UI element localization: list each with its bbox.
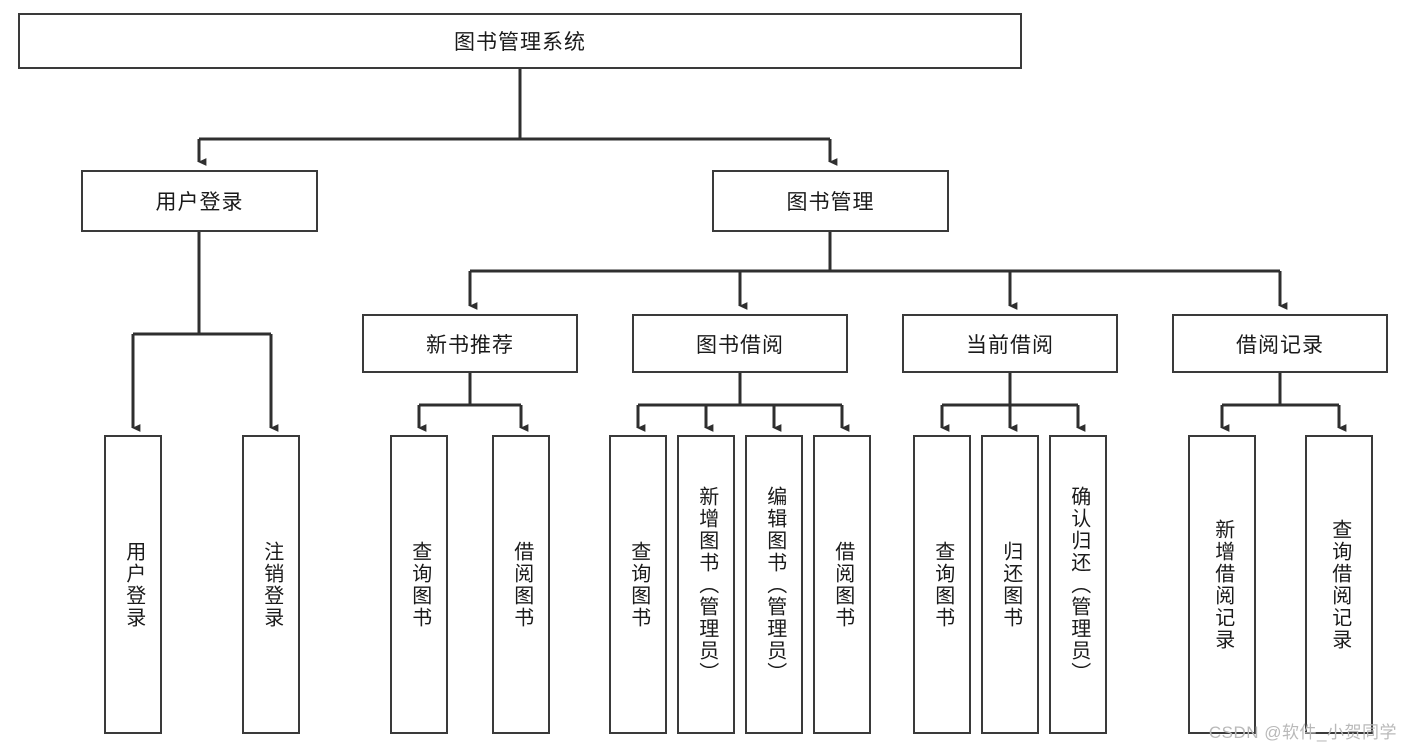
node-book-borrow[interactable]: 图书借阅 <box>632 314 848 373</box>
node-borrow-record[interactable]: 借阅记录 <box>1172 314 1388 373</box>
leaf-query-book-current[interactable]: 查询图书 <box>913 435 971 734</box>
leaf-query-book-new[interactable]: 查询图书 <box>390 435 448 734</box>
leaf-confirm-return-admin[interactable]: 确认归还（管理员） <box>1049 435 1107 734</box>
leaf-query-borrow-record[interactable]: 查询借阅记录 <box>1305 435 1373 734</box>
leaf-borrow-book-new[interactable]: 借阅图书 <box>492 435 550 734</box>
leaf-query-book-borrow[interactable]: 查询图书 <box>609 435 667 734</box>
leaf-borrow-book[interactable]: 借阅图书 <box>813 435 871 734</box>
node-current-borrow[interactable]: 当前借阅 <box>902 314 1118 373</box>
node-book-management[interactable]: 图书管理 <box>712 170 949 232</box>
node-user-login[interactable]: 用户登录 <box>81 170 318 232</box>
leaf-logout[interactable]: 注销登录 <box>242 435 300 734</box>
leaf-edit-book-admin[interactable]: 编辑图书（管理员） <box>745 435 803 734</box>
node-root[interactable]: 图书管理系统 <box>18 13 1022 69</box>
leaf-add-borrow-record[interactable]: 新增借阅记录 <box>1188 435 1256 734</box>
leaf-add-book-admin[interactable]: 新增图书（管理员） <box>677 435 735 734</box>
node-new-book-recommend[interactable]: 新书推荐 <box>362 314 578 373</box>
leaf-return-book[interactable]: 归还图书 <box>981 435 1039 734</box>
watermark: CSDN @软件_小贺同学 <box>1208 723 1397 742</box>
leaf-user-login[interactable]: 用户登录 <box>104 435 162 734</box>
